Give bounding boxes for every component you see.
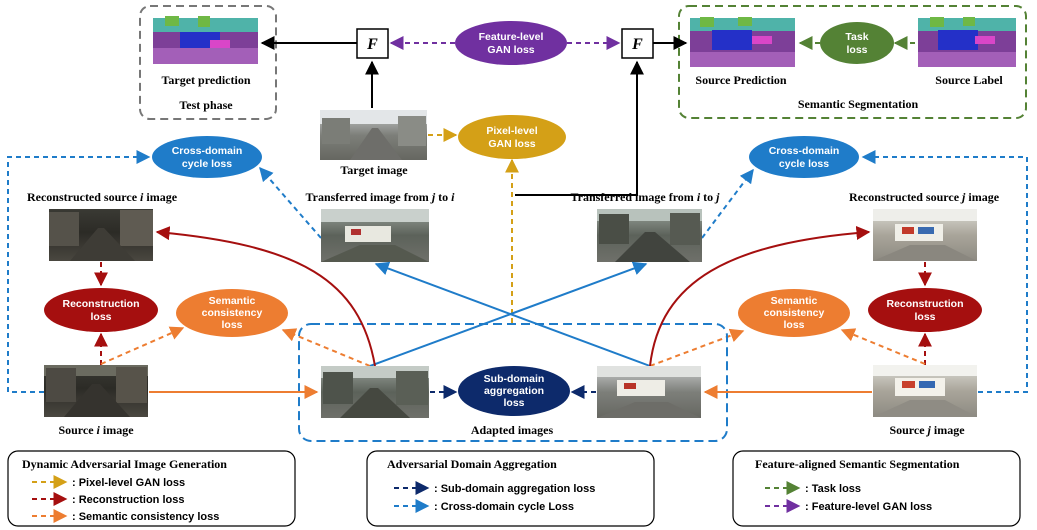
adapted-image-i <box>321 366 429 418</box>
cross-arrow-adapted-i-to-transferred-i-to-j <box>369 261 648 367</box>
test-phase-title: Test phase <box>179 98 233 112</box>
svg-text:cycle loss: cycle loss <box>182 158 232 170</box>
legend-aggregation-title: Adversarial Domain Aggregation <box>387 457 557 471</box>
target-prediction-image <box>153 16 258 64</box>
source-prediction-image <box>690 17 795 67</box>
reconstructed-source-j-caption: Reconstructed source j image <box>849 190 1000 204</box>
svg-text:F: F <box>366 36 378 53</box>
legend-feature-gan: : Feature-level GAN loss <box>805 501 932 513</box>
source-label-caption: Source Label <box>935 73 1003 87</box>
legend-pixel-gan: : Pixel-level GAN loss <box>72 477 185 489</box>
semantic-consistency-loss-oval-right: Semantic consistency loss <box>738 289 850 337</box>
feature-extractor-f-right: F <box>621 28 654 59</box>
transferred-j-to-i-image <box>321 209 429 262</box>
svg-text:Cross-domain: Cross-domain <box>172 145 243 157</box>
svg-text:F: F <box>631 36 643 53</box>
reconstructed-source-j-image <box>873 209 977 261</box>
source-i-caption: Source i image <box>58 423 134 437</box>
cycle-arrow-left-source <box>7 150 151 393</box>
semantic-arrow-right-adapted <box>649 328 745 367</box>
source-j-image <box>873 365 977 417</box>
semantic-arrow-left-adapted <box>281 328 371 367</box>
legend-feature-title: Feature-aligned Semantic Segmentation <box>755 457 960 471</box>
feature-extractor-f-left: F <box>356 28 389 59</box>
adapted-images-box <box>298 323 728 442</box>
legend-semantic-consistency: : Semantic consistency loss <box>72 511 219 523</box>
sub-domain-aggregation-loss-oval: Sub-domain aggregation loss <box>458 366 570 416</box>
cross-domain-cycle-loss-oval-right: Cross-domain cycle loss <box>749 136 859 178</box>
cycle-arrow-right-source <box>861 150 1028 393</box>
legend-adversarial-aggregation: Adversarial Domain Aggregation : Sub-dom… <box>366 450 655 527</box>
transferred-i-to-j-caption: Transferred image from i to j <box>571 190 721 204</box>
legend-task-loss: : Task loss <box>805 483 861 495</box>
svg-text:Reconstruction: Reconstruction <box>886 298 963 310</box>
adapted-images-caption: Adapted images <box>471 423 554 437</box>
pixel-level-gan-loss-oval: Pixel-level GAN loss <box>458 115 566 159</box>
svg-text:Semantic: Semantic <box>771 295 818 307</box>
target-image <box>320 110 427 160</box>
svg-text:Reconstruction: Reconstruction <box>62 298 139 310</box>
curve-adapted-i-to-reconstructed-i <box>155 226 376 367</box>
svg-text:loss: loss <box>846 44 867 56</box>
target-prediction-caption: Target prediction <box>162 73 251 87</box>
cross-domain-cycle-loss-oval-left: Cross-domain cycle loss <box>152 136 262 178</box>
svg-text:consistency: consistency <box>764 307 825 319</box>
semantic-segmentation-box <box>678 5 1027 119</box>
legend-sub-domain-aggregation: : Sub-domain aggregation loss <box>434 483 595 495</box>
target-image-caption: Target image <box>340 163 408 177</box>
feature-level-gan-loss-oval: Feature-level GAN loss <box>455 21 567 65</box>
legend-cross-domain-cycle: : Cross-domain cycle Loss <box>434 501 574 513</box>
svg-text:loss: loss <box>503 397 524 409</box>
svg-text:loss: loss <box>783 319 804 331</box>
task-loss-oval: Task loss <box>820 22 894 64</box>
svg-text:GAN loss: GAN loss <box>487 44 534 56</box>
curve-adapted-j-to-reconstructed-j <box>649 226 871 367</box>
svg-text:consistency: consistency <box>202 307 263 319</box>
svg-text:GAN loss: GAN loss <box>488 138 535 150</box>
svg-text:loss: loss <box>221 319 242 331</box>
semantic-arrow-right-source <box>840 328 926 365</box>
arrow-adapted-to-f-right <box>515 60 644 196</box>
semantic-arrow-left-source <box>100 326 185 365</box>
svg-text:loss: loss <box>914 311 935 323</box>
svg-text:aggregation: aggregation <box>484 385 544 397</box>
semantic-consistency-loss-oval-left: Semantic consistency loss <box>176 289 288 337</box>
svg-text:Sub-domain: Sub-domain <box>484 373 545 385</box>
source-i-image <box>44 365 148 417</box>
reconstructed-source-i-image <box>49 209 153 261</box>
legend-reconstruction: : Reconstruction loss <box>72 494 184 506</box>
legend-feature-aligned: Feature-aligned Semantic Segmentation : … <box>732 450 1021 527</box>
svg-text:cycle loss: cycle loss <box>779 158 829 170</box>
source-prediction-caption: Source Prediction <box>695 73 787 87</box>
reconstructed-source-i-caption: Reconstructed source i image <box>27 190 178 204</box>
reconstruction-loss-oval-right: Reconstruction loss <box>868 288 982 332</box>
cross-arrow-adapted-j-to-transferred-j-to-i <box>374 261 651 367</box>
cycle-arrow-right-transferred <box>701 168 754 239</box>
transferred-i-to-j-image <box>597 209 702 262</box>
adapted-image-j <box>597 366 701 418</box>
legend-dynamic-title: Dynamic Adversarial Image Generation <box>22 457 227 471</box>
semantic-segmentation-title: Semantic Segmentation <box>798 97 919 111</box>
svg-text:Task: Task <box>845 31 868 43</box>
test-phase-box <box>139 5 277 120</box>
svg-text:loss: loss <box>90 311 111 323</box>
legend-dynamic-adversarial: Dynamic Adversarial Image Generation : P… <box>7 450 296 527</box>
svg-text:Pixel-level: Pixel-level <box>486 125 537 137</box>
source-label-image <box>918 17 1016 67</box>
reconstruction-loss-oval-left: Reconstruction loss <box>44 288 158 332</box>
svg-text:Feature-level: Feature-level <box>479 31 544 43</box>
svg-text:Cross-domain: Cross-domain <box>769 145 840 157</box>
source-j-caption: Source j image <box>889 423 965 437</box>
transferred-j-to-i-caption: Transferred image from j to i <box>306 190 456 204</box>
svg-text:Semantic: Semantic <box>209 295 256 307</box>
cycle-arrow-left-transferred <box>259 166 322 239</box>
